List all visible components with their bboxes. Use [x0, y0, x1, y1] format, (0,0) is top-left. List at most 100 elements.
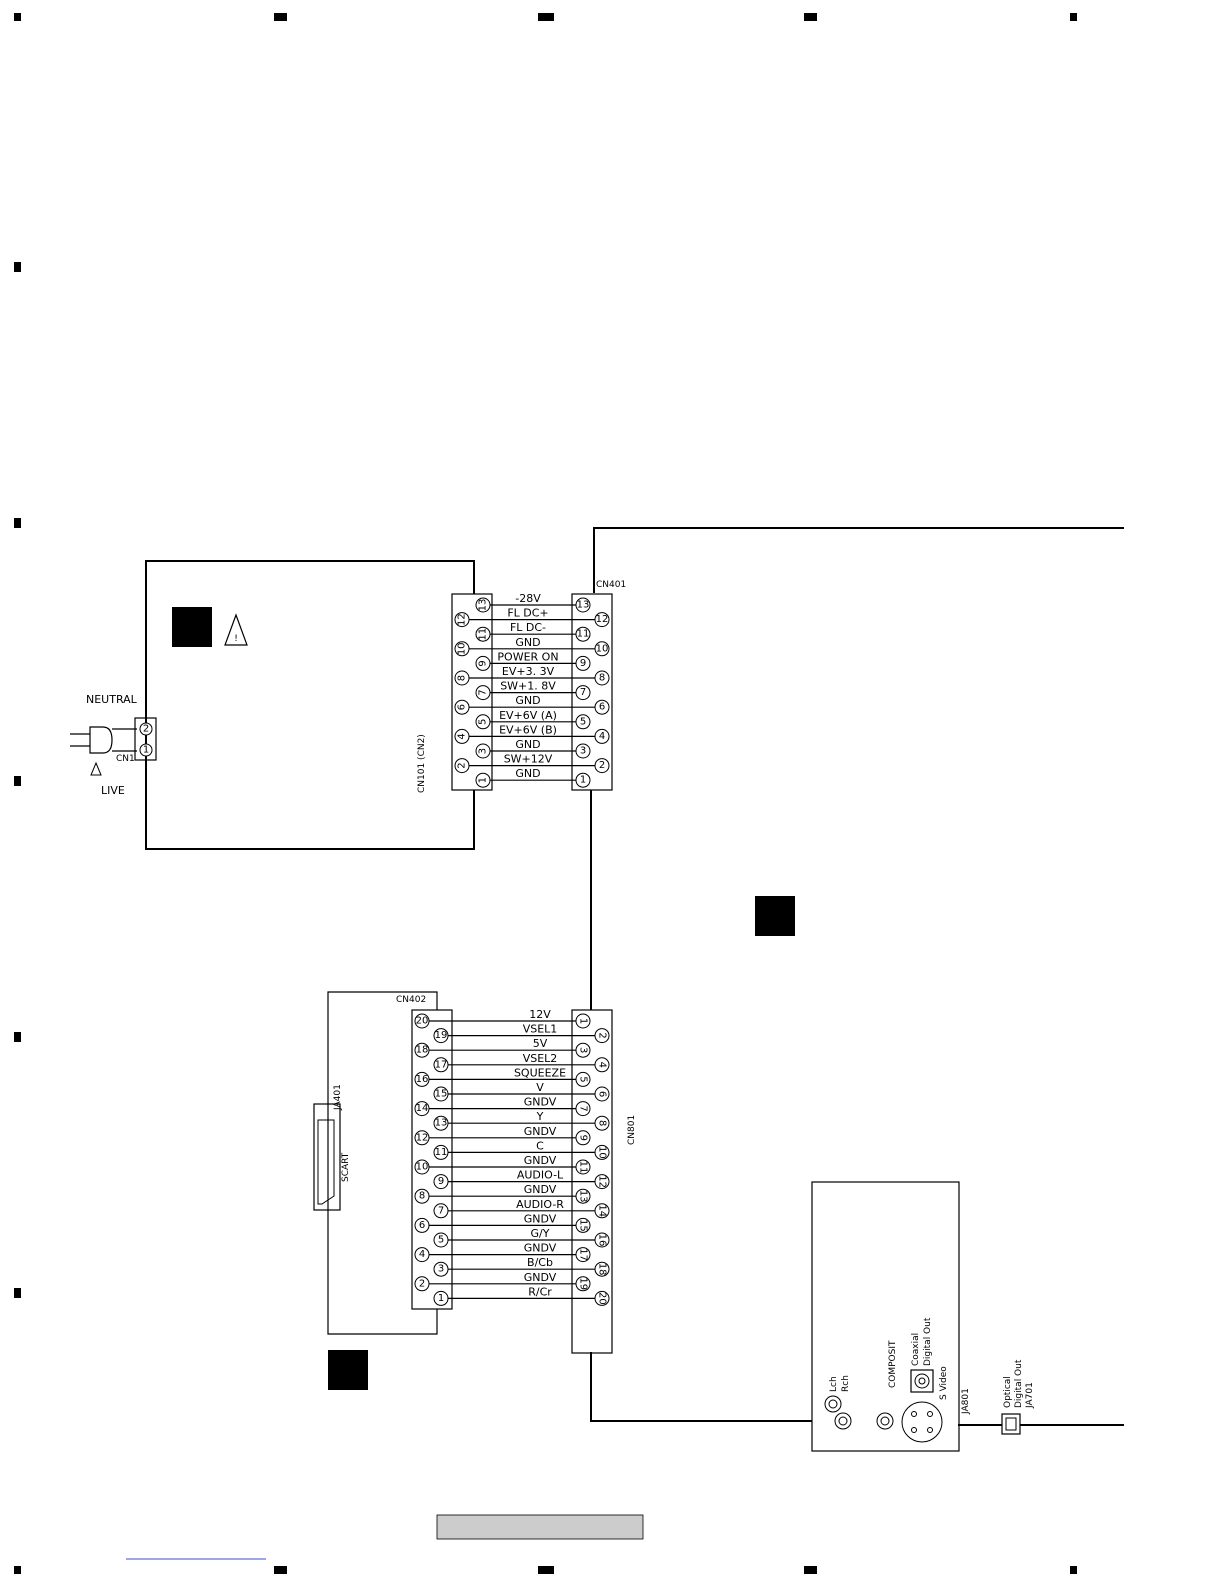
- cn401-pin-number: 6: [599, 702, 605, 713]
- board-marker-scart: [328, 1350, 368, 1390]
- cn101-pin-number: 6: [457, 704, 468, 710]
- cn402-pin-circle: [433, 1086, 449, 1102]
- cn1-pin: 1: [143, 745, 149, 756]
- jack-board: Lch Rch COMPOSIT Coaxial Digital Out S V…: [811, 1181, 1035, 1452]
- cn801-pin-circle: [575, 1130, 591, 1146]
- cn402-pin-circle: [433, 1203, 449, 1219]
- cn101-pin-circle: [454, 670, 470, 686]
- cn401-pin-number: 11: [577, 629, 590, 640]
- cn401-signal-label: EV+3. 3V: [502, 665, 555, 678]
- cn402-pin-number: 16: [416, 1074, 429, 1085]
- warning-icon: [224, 613, 248, 646]
- cn801-pin-circle: [594, 1086, 610, 1102]
- cn402-connector: [411, 1009, 453, 1310]
- cn1-label: CN1: [116, 754, 135, 764]
- cn801-pin-circle: [594, 1261, 610, 1277]
- cn402-pin-circle: [414, 1042, 430, 1058]
- cn401-pin-circle: [575, 772, 591, 788]
- cn801-pin-circle: [594, 1144, 610, 1160]
- cn401-pin-number: 4: [599, 731, 605, 742]
- cn402-pin-number: 18: [416, 1045, 429, 1056]
- cn801-pin-circle: [594, 1203, 610, 1219]
- cn101-pin-circle: [475, 772, 491, 788]
- cn402-pin-number: 9: [438, 1176, 444, 1187]
- cn801-pin-number: 11: [578, 1161, 589, 1174]
- cn801-signal-label: Y: [536, 1110, 544, 1123]
- cn801-pin-number: 5: [578, 1076, 589, 1082]
- main-board-bottom-edge: [590, 1352, 812, 1422]
- cn1-pin: 2: [143, 724, 149, 735]
- cn101-pin-number: 4: [457, 733, 468, 739]
- cn801-signal-label: B/Cb: [527, 1256, 553, 1269]
- cn801-signal-label: VSEL1: [523, 1023, 558, 1036]
- cn101-pin-number: 11: [478, 628, 489, 641]
- cn801-pin-circle: [575, 1276, 591, 1292]
- cn801-pin-circle: [575, 1159, 591, 1175]
- cn401-pin-number: 1: [580, 775, 586, 786]
- scart-connector: [313, 1103, 341, 1211]
- cn801-pin-number: 13: [578, 1190, 589, 1203]
- cn401-signal-label: SW+1. 8V: [500, 680, 556, 693]
- optical-digital-out-label: Digital Out: [1014, 1359, 1024, 1408]
- neutral-label: NEUTRAL: [86, 693, 138, 706]
- cn401-pin-number: 12: [596, 614, 609, 625]
- cn402-pin-circle: [433, 1261, 449, 1277]
- cn101-pin-circle: [454, 699, 470, 715]
- cn101-pin-circle: [454, 641, 470, 657]
- cn402-pin-circle: [414, 1276, 430, 1292]
- cn801-pin-number: 4: [597, 1062, 608, 1068]
- optical-jack-icon: [1001, 1413, 1021, 1435]
- coaxial-jack-icon: [910, 1369, 934, 1393]
- cn402-pin-circle: [433, 1290, 449, 1306]
- cn801-signal-label: GNDV: [524, 1096, 557, 1109]
- cn101-pin-circle: [475, 626, 491, 642]
- cn801-pin-circle: [575, 1247, 591, 1263]
- sheet-grid-markers: [14, 13, 1077, 1574]
- cn402-pin-circle: [414, 1159, 430, 1175]
- cn401-pin-circle: [594, 641, 610, 657]
- cn401-pin-circle: [575, 655, 591, 671]
- cn402-pin-circle: [414, 1188, 430, 1204]
- cn401-pin-number: 3: [580, 746, 586, 757]
- cn101-pin-circle: [454, 612, 470, 628]
- ja701-label: JA701: [1025, 1382, 1035, 1409]
- cn402-pin-circle: [433, 1174, 449, 1190]
- cn801-pin-number: 14: [597, 1204, 608, 1217]
- cn101-pin-number: 7: [478, 689, 489, 695]
- live-warning-icon: [90, 761, 102, 776]
- cn402-pin-circle: [433, 1232, 449, 1248]
- cn401-pin-circle: [594, 670, 610, 686]
- live-label: LIVE: [101, 784, 125, 797]
- cn401-pin-circle: [594, 758, 610, 774]
- cn401-pin-circle: [575, 597, 591, 613]
- cn402-pin-number: 19: [435, 1030, 448, 1041]
- cn101-pin-circle: [475, 655, 491, 671]
- cn801-pin-number: 18: [597, 1263, 608, 1276]
- cn402-pin-circle: [433, 1057, 449, 1073]
- cn401-pin-number: 5: [580, 716, 586, 727]
- cn801-pin-number: 8: [597, 1120, 608, 1126]
- cn402-pin-number: 7: [438, 1205, 444, 1216]
- cn401-pin-circle: [594, 699, 610, 715]
- scart-label: SCART: [341, 1152, 351, 1182]
- cn401-pin-number: 2: [599, 760, 605, 771]
- ac-plug-icon: [89, 726, 113, 754]
- cn101-pin-number: 9: [478, 660, 489, 666]
- cn801-pin-circle: [575, 1101, 591, 1117]
- cn401-signal-label: GND: [515, 738, 540, 751]
- cn801-signal-label: GNDV: [524, 1125, 557, 1138]
- cn402-pin-number: 15: [435, 1089, 448, 1100]
- cn801-pin-number: 2: [597, 1032, 608, 1038]
- cn801-pin-circle: [594, 1028, 610, 1044]
- rch-jack-icon: [834, 1412, 852, 1430]
- cn801-signal-label: AUDIO-R: [516, 1198, 564, 1211]
- coaxial-label: Coaxial: [911, 1333, 921, 1366]
- cn101-pin-circle: [475, 714, 491, 730]
- cn402-pin-number: 4: [419, 1249, 425, 1260]
- jack-board-outline: [811, 1181, 960, 1452]
- ja801-label: JA801: [961, 1388, 971, 1415]
- cn801-pin-number: 10: [597, 1146, 608, 1159]
- cn801-signal-label: 12V: [529, 1008, 551, 1021]
- cn402-pin-number: 1: [438, 1293, 444, 1304]
- cn801-signal-label: GNDV: [524, 1183, 557, 1196]
